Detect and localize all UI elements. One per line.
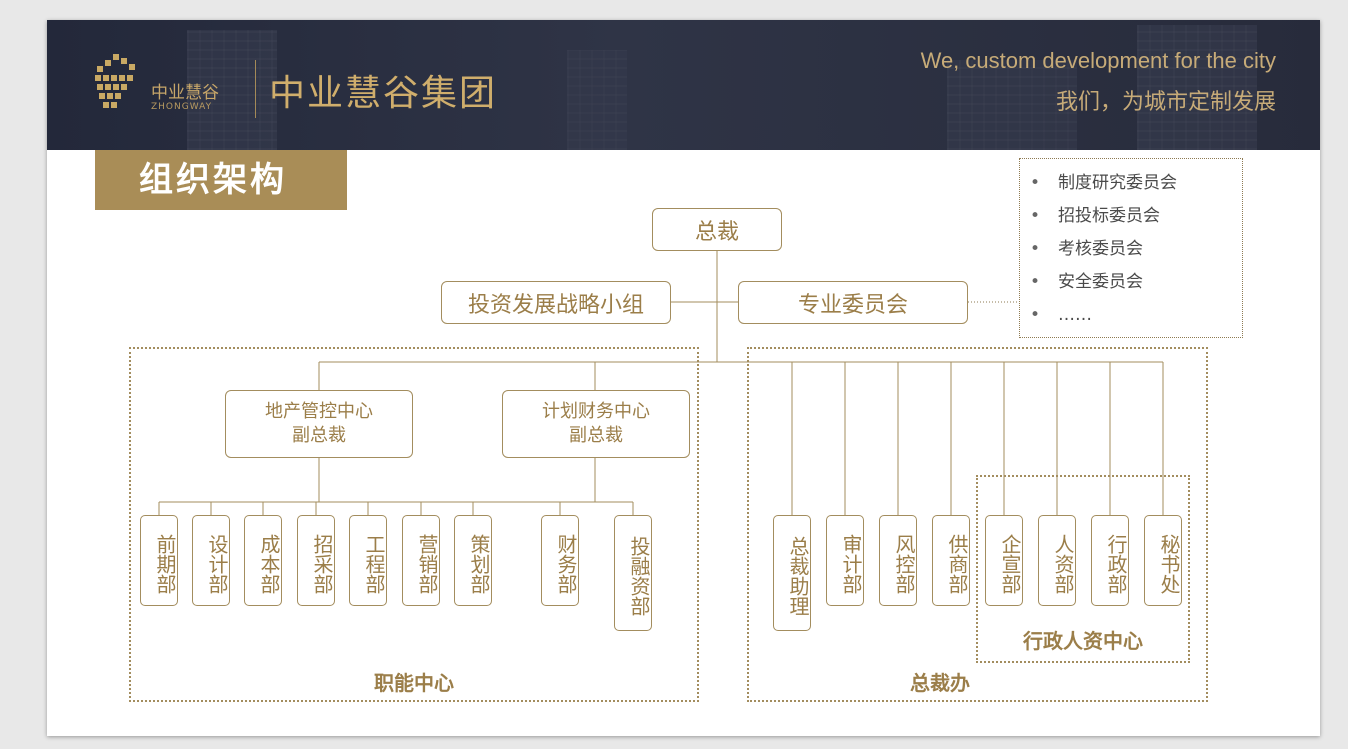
real-estate-center-role: 副总裁: [292, 425, 346, 446]
building-grid-logo-icon: [95, 54, 135, 108]
finance-center-title: 计划财务中心: [542, 401, 650, 422]
strategy-group-node: 投资发展战略小组: [441, 281, 671, 324]
dept-node: 供商部: [932, 515, 970, 606]
building-silhouette: [187, 30, 277, 150]
brand-name-small: 中业慧谷: [151, 83, 219, 103]
header-banner: 中业慧谷 ZHONGWAY 中业慧谷集团 We, custom developm…: [47, 20, 1320, 150]
dept-node: 策划部: [454, 515, 492, 606]
president-office-label: 总裁办: [910, 671, 970, 695]
dept-node: 人资部: [1038, 515, 1076, 606]
real-estate-center-node: 地产管控中心 副总裁: [225, 390, 413, 458]
committee-node: 专业委员会: [738, 281, 968, 324]
committee-item: 安全委员会: [1030, 266, 1242, 299]
dept-node: 成本部: [244, 515, 282, 606]
admin-hr-center-box: [976, 475, 1190, 663]
dept-node: 招采部: [297, 515, 335, 606]
committee-list: 制度研究委员会 招投标委员会 考核委员会 安全委员会 ……: [1019, 158, 1243, 338]
committee-item: ……: [1030, 299, 1242, 332]
group-name: 中业慧谷集团: [269, 73, 498, 114]
real-estate-center-title: 地产管控中心: [265, 401, 373, 422]
building-silhouette: [1137, 25, 1257, 150]
slide: 中业慧谷 ZHONGWAY 中业慧谷集团 We, custom developm…: [47, 20, 1320, 736]
finance-center-node: 计划财务中心 副总裁: [502, 390, 690, 458]
functional-center-label: 职能中心: [374, 671, 454, 695]
president-node: 总裁: [652, 208, 782, 251]
admin-hr-center-label: 行政人资中心: [1023, 629, 1143, 653]
committee-item: 制度研究委员会: [1030, 167, 1242, 200]
dept-node: 总裁助理: [773, 515, 811, 631]
dept-node: 设计部: [192, 515, 230, 606]
functional-center-box: [129, 347, 699, 702]
building-silhouette: [567, 50, 627, 150]
committee-item: 考核委员会: [1030, 233, 1242, 266]
building-silhouette: [947, 60, 1077, 150]
finance-center-role: 副总裁: [569, 425, 623, 446]
page-title: 组织架构: [95, 150, 347, 210]
dept-node: 营销部: [402, 515, 440, 606]
dept-node: 企宣部: [985, 515, 1023, 606]
slogan-english: We, custom development for the city: [920, 48, 1276, 73]
dept-node: 行政部: [1091, 515, 1129, 606]
dept-node: 工程部: [349, 515, 387, 606]
dept-node: 前期部: [140, 515, 178, 606]
dept-node: 秘书处: [1144, 515, 1182, 606]
slogan-chinese: 我们，为城市定制发展: [1055, 90, 1276, 115]
brand-name-english: ZHONGWAY: [151, 102, 213, 112]
dept-node: 审计部: [826, 515, 864, 606]
dept-node: 财务部: [541, 515, 579, 606]
brand-divider: [255, 60, 256, 118]
dept-node: 风控部: [879, 515, 917, 606]
committee-item: 招投标委员会: [1030, 200, 1242, 233]
dept-node: 投融资部: [614, 515, 652, 631]
president-office-box: [747, 347, 1208, 702]
org-connector-lines: [158, 251, 1164, 515]
